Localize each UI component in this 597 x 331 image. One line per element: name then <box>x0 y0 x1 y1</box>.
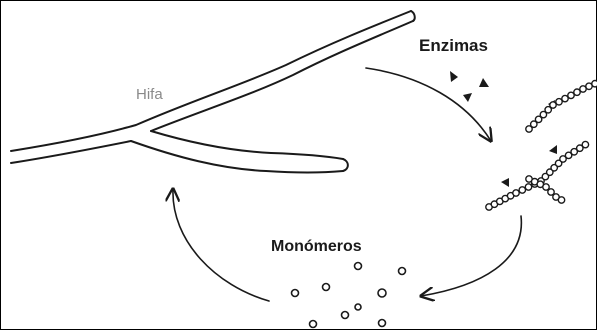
enzyme-triangle <box>450 71 458 82</box>
hypha-branch-upper-edge <box>151 131 343 159</box>
monomer <box>292 290 299 297</box>
enzymes-label: Enzimas <box>419 36 488 55</box>
monomer <box>323 284 330 291</box>
monomer <box>379 320 386 327</box>
monomer <box>355 263 362 270</box>
polymer-bead <box>525 184 531 190</box>
arrow-monomers-to-hypha <box>173 189 269 301</box>
monomer <box>355 304 361 310</box>
polymer-bead <box>582 141 588 147</box>
monomer <box>342 312 349 319</box>
monomers-label: Monómeros <box>271 238 362 255</box>
polymer-bead <box>513 190 519 196</box>
monomer <box>378 289 386 297</box>
hypha-drawing <box>11 11 415 173</box>
polymer-chains <box>486 81 597 211</box>
polymer-bead <box>558 197 564 203</box>
enzyme-triangle <box>463 93 472 102</box>
hypha-upper-edge <box>11 11 411 151</box>
polymer-bead <box>592 81 597 87</box>
arrow-polymers-to-monomers <box>421 216 521 296</box>
polymer-bead <box>548 189 554 195</box>
monomer <box>399 268 406 275</box>
monomer-particles <box>292 263 406 328</box>
enzyme-triangle <box>501 178 509 187</box>
enzyme-particles <box>450 71 557 187</box>
arrow-hypha-to-polymers <box>366 68 491 141</box>
enzyme-triangle <box>549 145 557 154</box>
monomer <box>310 321 317 328</box>
polymer-bead <box>543 184 549 190</box>
hypha-lower-edge-left <box>11 141 131 163</box>
hypha-branch-tip <box>343 159 348 171</box>
hypha-upper-tip <box>411 11 415 21</box>
polymer-bead <box>519 187 525 193</box>
hypha-lower-edge-right <box>151 21 413 131</box>
enzyme-triangle <box>479 78 489 87</box>
hypha-label: Hifa <box>136 86 163 103</box>
hypha-branch-lower-edge <box>131 141 343 173</box>
